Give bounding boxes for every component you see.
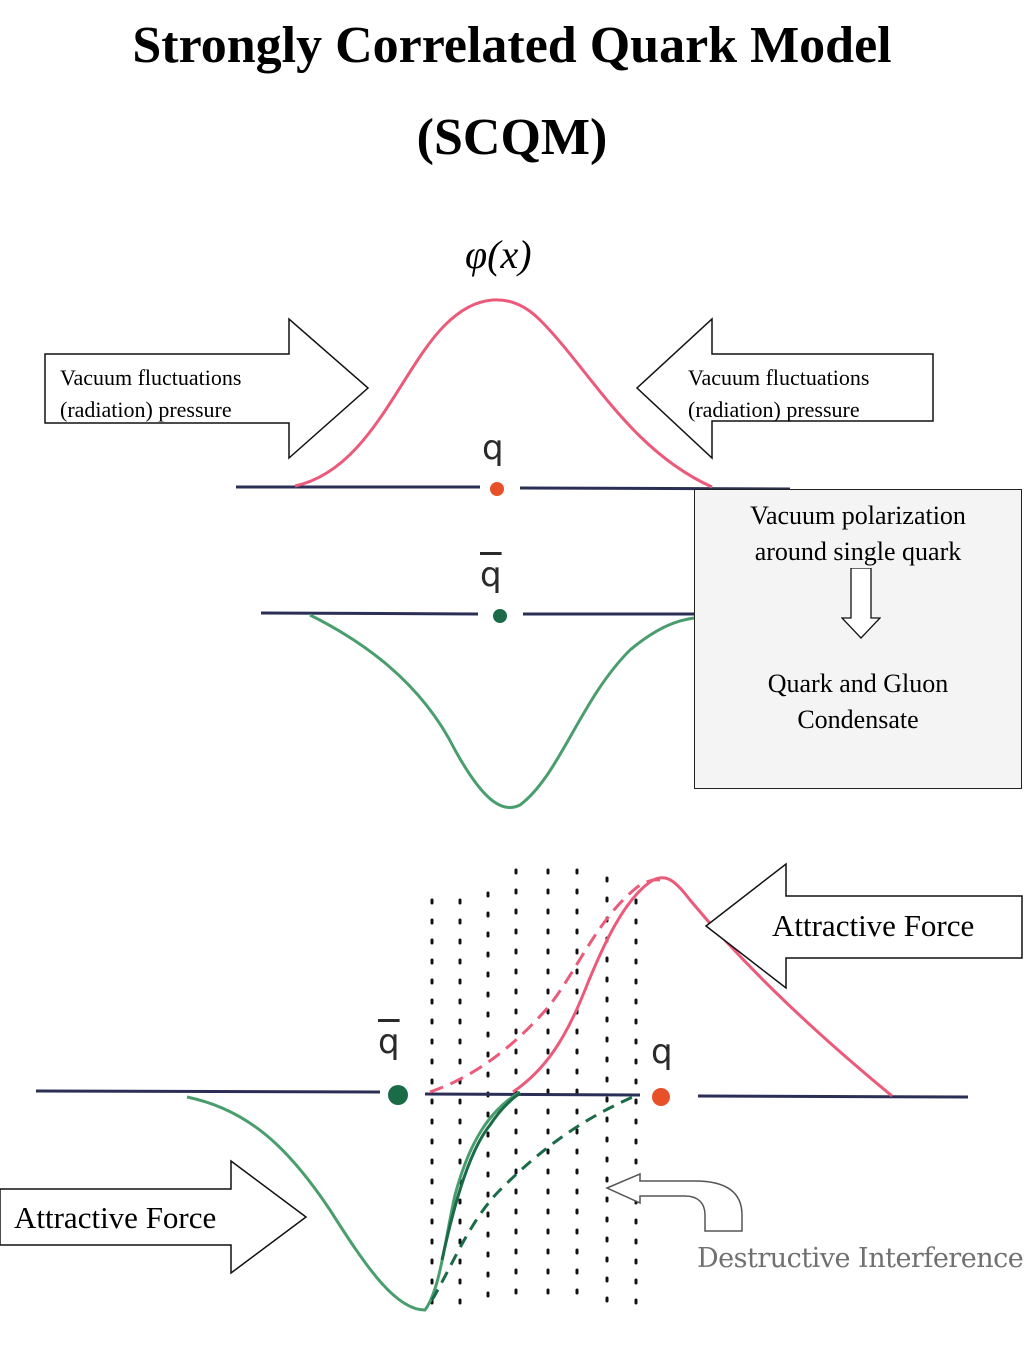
pair-diagram [35,868,969,1312]
pair-quark-wave-dashed [429,878,661,1094]
pair-antiquark-label: q [378,1022,400,1062]
down-arrow-icon [841,568,881,639]
antiquark-label: q [480,555,502,595]
vacuum-pressure-left-label: Vacuum fluctuations (radiation) pressure [60,365,242,422]
pair-antiquark-wave-curve [186,1090,521,1312]
single-antiquark-diagram [260,609,695,810]
vacuum-polarization-box: Vacuum polarization around single quark … [694,489,1022,789]
quark-wave-curve [294,298,713,489]
quark-axis-right [519,486,791,491]
antiquark-axis [260,611,479,616]
pair-antiquark-wave-solid-dark [440,1091,521,1261]
condensate-text: Quark and Gluon Condensate [767,669,949,734]
destructive-interference-arrow [605,1172,743,1232]
attractive-force-arrow-left [0,1159,308,1275]
destructive-interference-label: Destructive Interference [697,1243,1024,1274]
quark-label: q [482,428,504,468]
page-title: Strongly Correlated Quark Model [132,17,892,74]
pair-axis-right [697,1094,969,1099]
pair-axis-left [35,1089,381,1094]
single-quark-diagram [236,298,791,496]
pair-antiquark-dot [388,1085,408,1105]
pressure-arrow-left [44,317,370,460]
attractive-force-left-label: Attractive Force [14,1200,217,1235]
vacuum-pressure-right-label: Vacuum fluctuations (radiation) pressure [688,365,870,422]
pair-antiquark-wave-dashed [430,1094,636,1301]
antiquark-dot [493,609,507,623]
pair-quark-dot [652,1088,670,1106]
pair-quark-label: q [651,1032,673,1072]
page-subtitle: (SCQM) [416,109,608,166]
wave-function-label: φ(x) [465,232,532,277]
quark-dot [490,482,504,496]
pair-axis-middle [424,1092,641,1097]
antiquark-wave-curve [309,613,695,810]
vacuum-polarization-text: Vacuum polarization around single quark [750,501,966,566]
attractive-force-right-label: Attractive Force [772,908,975,943]
pressure-arrow-right [635,317,934,460]
attractive-force-arrow-right [704,862,1023,990]
